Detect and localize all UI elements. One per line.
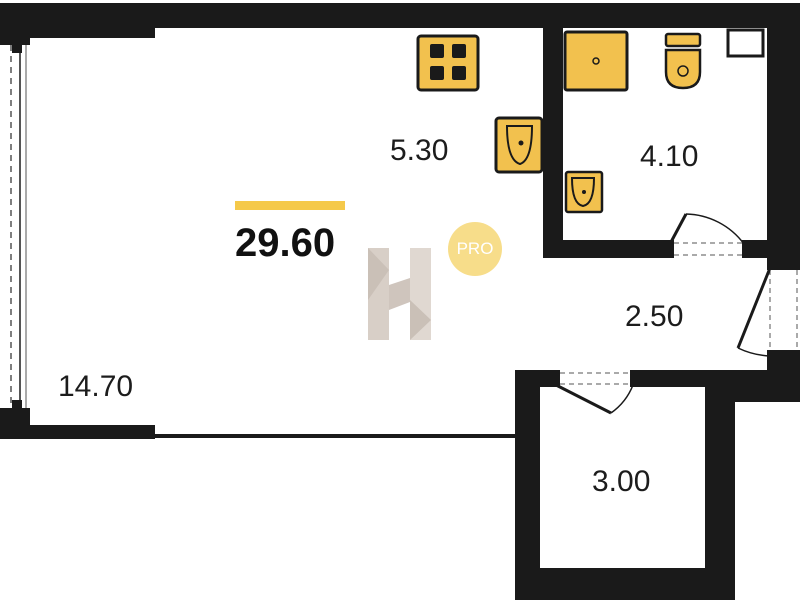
wall-bathroom-bottom-b	[746, 240, 800, 258]
storage-area-label: 3.00	[592, 465, 651, 498]
pro-badge: PRO	[448, 222, 502, 276]
door-bathroom	[668, 213, 748, 258]
window-left	[10, 45, 27, 408]
niche-box	[726, 28, 765, 58]
walls	[0, 3, 800, 600]
wall-storage-bottom	[515, 568, 735, 600]
pro-badge-text: PRO	[456, 239, 494, 258]
stove-icon	[416, 34, 480, 92]
bathroom-area-label: 4.10	[640, 140, 699, 173]
wall-bathroom-left	[543, 28, 563, 258]
living-room-area-label: 14.70	[58, 370, 134, 403]
wall-top-main	[150, 3, 772, 28]
wall-corner-block	[705, 380, 800, 402]
wall-bottom-left	[0, 425, 155, 439]
total-area-label: 29.60	[235, 221, 336, 265]
washbasin-icon	[564, 170, 604, 214]
logo-mark	[368, 248, 431, 340]
wall-bathroom-bottom-a	[543, 240, 671, 258]
total-area-accent-bar	[235, 201, 345, 210]
wall-right-upper	[767, 3, 800, 265]
door-storage	[553, 370, 637, 415]
wall-storage-left	[515, 370, 540, 600]
hallway-area-label: 2.50	[625, 300, 684, 333]
toilet-icon	[664, 32, 702, 90]
kitchen-area-label: 5.30	[390, 134, 449, 167]
wall-bottom-main-line	[150, 434, 520, 438]
shower-icon	[563, 30, 629, 92]
wall-storage-right	[705, 370, 735, 600]
kitchen-sink-icon	[494, 116, 544, 174]
door-entrance	[736, 262, 800, 360]
wall-left-top	[0, 3, 30, 45]
